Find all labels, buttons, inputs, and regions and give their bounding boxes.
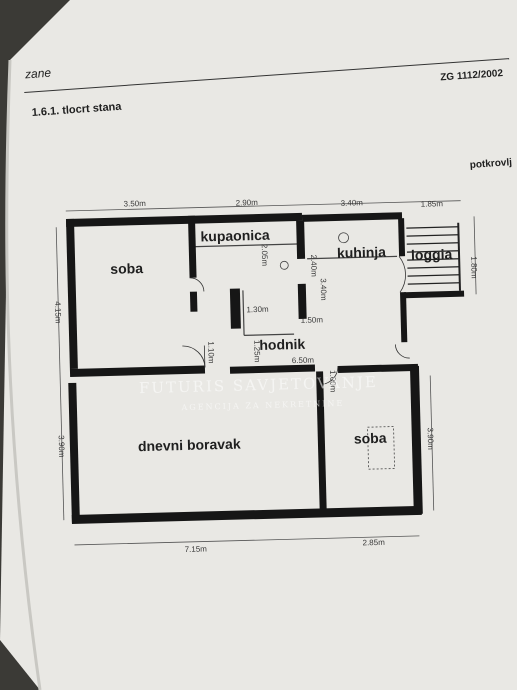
- bed-icon: [367, 426, 396, 470]
- dim-bottom-1: 7.15m: [185, 544, 208, 554]
- loggia-hatching: [406, 222, 461, 291]
- dim-right-lower: 3.90m: [426, 427, 436, 450]
- dim-left-lower: 3.90m: [57, 435, 67, 458]
- corner-label: potkrovlj: [469, 157, 512, 171]
- fixtures: [279, 232, 396, 470]
- dim-top-2: 2.90m: [236, 198, 259, 208]
- room-label-kitchen: kuhinja: [337, 244, 387, 261]
- room-label-loggia: loggia: [411, 246, 453, 263]
- door-swings: [182, 256, 410, 385]
- room-label-bedroom-2: soba: [354, 430, 387, 447]
- dim-top-3: 3.40m: [341, 198, 364, 208]
- document-code: ZG 1112/2002: [440, 68, 504, 83]
- sink-icon: [338, 232, 349, 244]
- watermark-subtitle: AGENCIJA ZA NEKRETNINE: [180, 399, 344, 412]
- dim-top-1: 3.50m: [123, 199, 146, 209]
- dim-bath-height: 2.05m: [260, 244, 270, 267]
- toilet-icon: [279, 260, 289, 270]
- dim-center-a: 1.30m: [246, 305, 269, 315]
- room-label-bedroom-1: soba: [110, 260, 143, 277]
- page-binding-shadow: [5, 59, 42, 690]
- dim-left-upper: 4.15m: [53, 301, 63, 324]
- walls: [65, 212, 465, 524]
- dim-kitchen-wall-a: 2.40m: [309, 254, 319, 277]
- dim-center-b: 1.50m: [301, 315, 324, 325]
- section-word: zane: [24, 66, 52, 82]
- dim-hall-a: 1.10m: [206, 341, 216, 364]
- dim-top-4: 1.85m: [421, 199, 444, 209]
- header-rule: [24, 58, 510, 93]
- room-label-living-room: dnevni boravak: [138, 436, 241, 455]
- room-label-hallway: hodnik: [259, 336, 305, 353]
- dim-kitchen-wall-b: 3.40m: [319, 278, 329, 301]
- dim-hall-width: 6.50m: [292, 356, 315, 366]
- dimension-lines: [55, 200, 477, 546]
- room-label-bathroom: kupaonica: [200, 227, 270, 245]
- dim-door-gap: 1.00m: [328, 370, 338, 393]
- dim-hall-b: 1.25m: [252, 340, 262, 363]
- dim-bottom-2: 2.85m: [362, 538, 385, 548]
- dim-right-loggia: 1.80m: [469, 256, 479, 279]
